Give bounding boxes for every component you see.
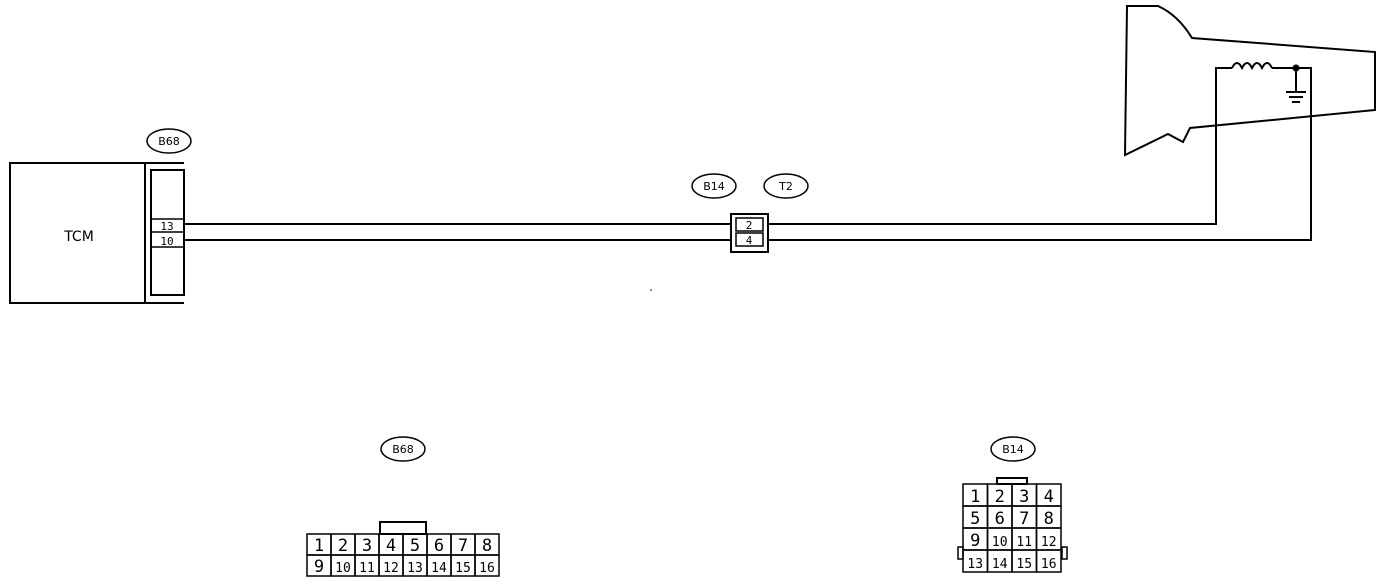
wire-to-solenoid <box>768 67 1232 225</box>
solenoid-coil-icon <box>1231 62 1273 71</box>
ground-icon <box>1286 91 1306 103</box>
transmission-housing <box>1123 5 1376 157</box>
b14-callout <box>691 173 737 199</box>
b14-face-pin-label: 6 <box>995 509 1005 529</box>
b14-face-pin-label: 13 <box>967 557 983 572</box>
b14-face-pin-label: 9 <box>970 531 980 551</box>
tcm-pin-b-label: 10 <box>160 235 173 248</box>
b68-face-pin-label: 16 <box>479 561 495 576</box>
b68-face-pin-label: 11 <box>359 561 375 576</box>
b68-face-pin-label: 3 <box>362 536 372 556</box>
b68-callout-label: B68 <box>158 135 180 148</box>
b68-face-pin-cell <box>474 554 500 577</box>
b14-face-pin-label: 3 <box>1019 487 1029 507</box>
b68-face-pin-label: 7 <box>458 536 468 556</box>
tcm-label: TCM <box>63 229 94 245</box>
b14-face-pin-label: 11 <box>1016 535 1032 550</box>
b68-face-pin-label: 14 <box>431 561 447 576</box>
b68-face-pin-label: 13 <box>407 561 423 576</box>
inline-pin-b-label: 4 <box>746 234 753 247</box>
b68-face-pin-label: 9 <box>314 557 324 577</box>
b14-face-pin-label: 5 <box>970 509 980 529</box>
t2-callout <box>763 173 809 199</box>
b14-face-pin-label: 16 <box>1041 557 1057 572</box>
b68-face-pin-label: 8 <box>482 536 492 556</box>
b14-face-pin-label: 1 <box>970 487 980 507</box>
b14-face-callout <box>990 436 1036 462</box>
b68-face-pin-label: 4 <box>386 536 396 556</box>
inline-connector <box>730 213 769 253</box>
inline-pin-a-label: 2 <box>746 219 753 232</box>
b14-face-pin-label: 15 <box>1016 557 1032 572</box>
t2-callout-label: T2 <box>778 180 793 193</box>
b14-face-latch <box>996 477 1028 485</box>
b68-callout <box>146 128 192 154</box>
b14-face-pin-label: 14 <box>992 557 1008 572</box>
b14-callout-label: B14 <box>703 180 725 193</box>
b68-face-callout <box>380 436 426 462</box>
b14-face-pin-cell <box>1035 549 1062 573</box>
b14-face-pin-label: 8 <box>1044 509 1054 529</box>
b68-face-pin-label: 12 <box>383 561 399 576</box>
tcm-box <box>9 162 146 304</box>
b68-face-callout-label: B68 <box>392 443 414 456</box>
b68-face-pin-label: 15 <box>455 561 471 576</box>
b14-face-pin-label: 4 <box>1044 487 1054 507</box>
b14-face-pin-label: 7 <box>1019 509 1029 529</box>
b14-face-callout-label: B14 <box>1002 443 1024 456</box>
b68-face-pin-label: 1 <box>314 536 324 556</box>
b68-face-pin-label: 10 <box>335 561 351 576</box>
b68-face-pin-label: 5 <box>410 536 420 556</box>
b68-face-pin-label: 2 <box>338 536 348 556</box>
wire-to-ground <box>768 67 1312 241</box>
b68-face-latch <box>379 521 427 535</box>
b14-face-pin-label: 2 <box>995 487 1005 507</box>
b68-face-pin-label: 6 <box>434 536 444 556</box>
b14-face-pin-label: 10 <box>992 535 1008 550</box>
b14-face-pin-label: 12 <box>1041 535 1057 550</box>
tcm-pin-a-label: 13 <box>160 220 173 233</box>
